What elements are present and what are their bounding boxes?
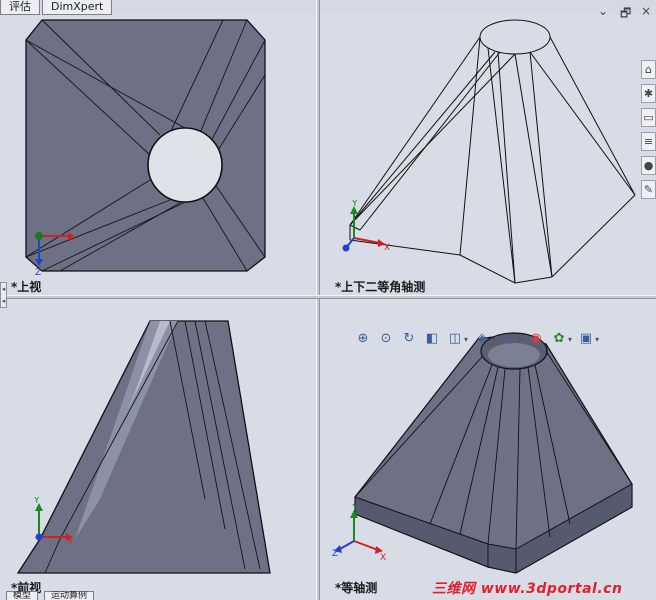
triad-trimetric: Y X — [342, 200, 390, 253]
triad-y-label: Y — [351, 200, 358, 209]
watermark: 三维网 www.3dportal.cn — [432, 581, 623, 597]
viewport-top-view[interactable]: X Z *上视 — [0, 15, 316, 295]
viewport-front-view[interactable]: Y X *前视 — [0, 299, 316, 600]
command-manager-tabs: 评估 DimXpert — [0, 0, 114, 15]
viewport-splitter-horizontal[interactable] — [0, 295, 656, 299]
triad-isometric: Y X Z — [332, 504, 386, 563]
view-label-top: *上视 — [11, 280, 42, 294]
triad-x-label: X — [380, 553, 386, 563]
front-view-model — [16, 320, 271, 574]
tab-model[interactable]: 模型 — [6, 591, 39, 600]
section-view-icon[interactable]: ◧ — [425, 331, 439, 346]
isometric-model — [354, 332, 633, 574]
heads-up-view-toolbar: ⊕ ⊙ ↻ ◧ ◫▾ ◈▾ ◎▾ ◉ ✿▾ ▣▾ — [354, 329, 604, 349]
apply-scene-icon[interactable]: ✿ — [553, 331, 565, 346]
view-label-isometric: *等轴测 — [335, 581, 378, 595]
triad-y-label: Y — [33, 497, 40, 506]
triad-y-label: Y — [351, 504, 358, 513]
rotate-view-icon[interactable]: ↻ — [403, 331, 415, 346]
triad-x-label: X — [384, 243, 390, 253]
list-icon[interactable]: ≡ — [641, 132, 656, 151]
triad-z-label: Z — [332, 549, 338, 559]
tab-evaluate[interactable]: 评估 — [0, 0, 40, 15]
top-view-model — [25, 19, 266, 272]
close-icon[interactable]: × — [641, 4, 652, 18]
viewport-isometric-view[interactable]: Y X Z *等轴测 — [320, 299, 656, 600]
panel-collapse-handle[interactable]: ◂◂ — [0, 282, 7, 308]
view-orientation-icon[interactable]: ◫ — [448, 331, 462, 346]
tab-dimxpert[interactable]: DimXpert — [42, 0, 113, 15]
viewport-trimetric-view[interactable]: Y X *上下二等角轴测 — [320, 15, 656, 295]
triad-x-label: X — [68, 234, 74, 244]
bottom-tabs: 模型 运动算例 — [0, 591, 656, 600]
tab-motion-study[interactable]: 运动算例 — [44, 591, 95, 600]
triad-top-view: X Z — [35, 232, 74, 275]
view-label-trimetric: *上下二等角轴测 — [335, 280, 426, 294]
home-icon[interactable]: ⌂ — [641, 60, 656, 79]
edit-appearance-icon[interactable]: ◉ — [530, 331, 542, 346]
display-style-icon[interactable]: ◈ — [477, 331, 488, 346]
minimize-icon[interactable]: ⌄ — [598, 4, 609, 18]
restore-icon[interactable]: 🗗 — [620, 6, 632, 20]
trimetric-model — [349, 19, 636, 284]
triad-front-view: Y X — [33, 497, 73, 546]
folder-icon[interactable]: ▭ — [641, 108, 656, 127]
triad-z-label: Z — [35, 268, 41, 275]
parts-icon[interactable]: ✱ — [641, 84, 656, 103]
viewport-splitter-vertical[interactable] — [316, 0, 320, 600]
appearance-icon[interactable]: ● — [641, 156, 656, 175]
custom-properties-icon[interactable]: ✎ — [641, 180, 656, 199]
view-settings-icon[interactable]: ▣ — [579, 331, 593, 346]
zoom-to-fit-icon[interactable]: ⊕ — [357, 331, 369, 346]
triad-x-label: X — [67, 536, 73, 546]
hide-show-items-icon[interactable]: ◎ — [503, 331, 515, 346]
zoom-to-area-icon[interactable]: ⊙ — [380, 331, 392, 346]
